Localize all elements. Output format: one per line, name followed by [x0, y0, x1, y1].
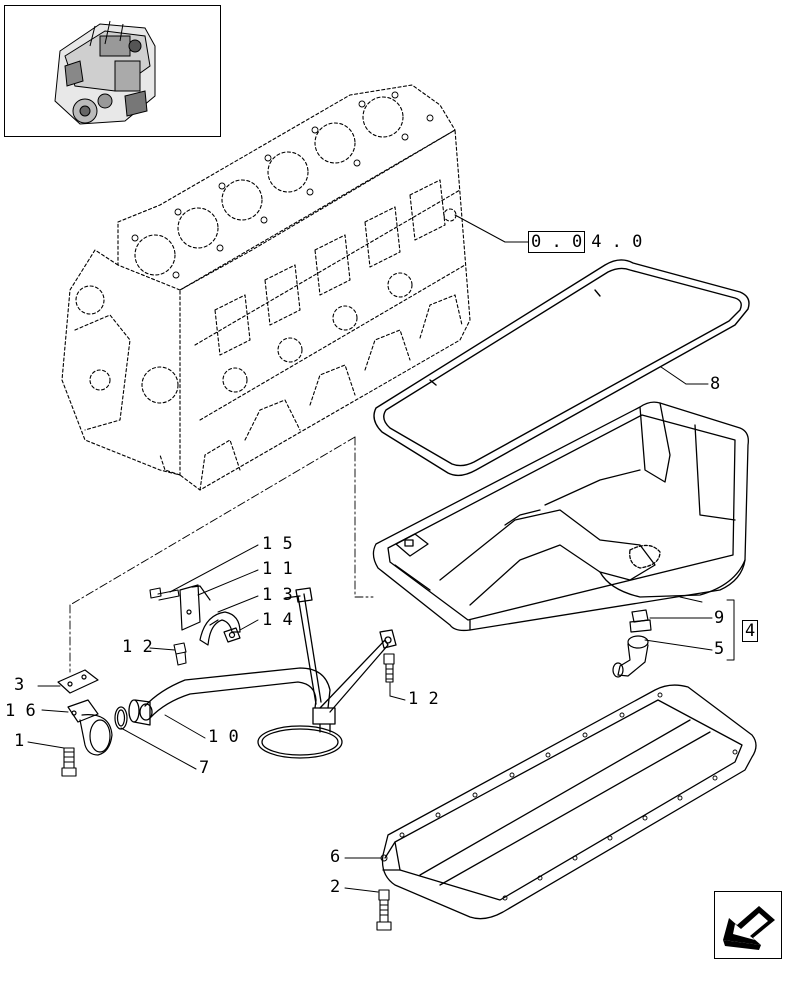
engine-block — [61, 84, 471, 491]
bolt-1 — [61, 747, 77, 777]
callout-15: 1 5 — [262, 534, 293, 554]
back-navigation-button[interactable] — [714, 891, 782, 959]
drain-plug — [629, 609, 652, 633]
callout-14: 1 4 — [262, 610, 293, 630]
ref-group-rest: 4 . 0 — [591, 232, 643, 252]
callout-5: 5 — [714, 639, 725, 659]
callout-8: 8 — [710, 374, 721, 394]
callout-11: 1 1 — [262, 559, 293, 579]
callout-1: 1 — [14, 731, 25, 751]
flange-16 — [67, 699, 113, 756]
bolt-2 — [376, 889, 392, 931]
oil-pan — [372, 401, 749, 632]
callout-3: 3 — [14, 675, 25, 695]
gasket-plate-3 — [57, 669, 99, 694]
engine-thumbnail — [4, 5, 221, 137]
o-ring-7 — [114, 706, 128, 730]
bracket-11 — [179, 584, 211, 631]
callout-10: 1 0 — [208, 727, 239, 747]
ref-kit-box[interactable]: 4 — [742, 620, 759, 642]
back-arrow-icon — [723, 906, 775, 950]
lower-oil-pan — [381, 684, 757, 920]
bolt-12-left — [173, 642, 187, 666]
oil-suction-pipe — [128, 587, 397, 759]
callout-2: 2 — [330, 877, 341, 897]
engine-thumbnail-icon — [54, 20, 156, 125]
callout-16: 1 6 — [5, 701, 36, 721]
drain-elbow — [612, 635, 649, 678]
callout-9: 9 — [714, 608, 725, 628]
nut-14 — [223, 627, 241, 643]
bolt-15 — [149, 587, 180, 601]
callout-12-left: 1 2 — [122, 637, 153, 657]
ref-group-boxed: 0 . 0 — [528, 231, 586, 253]
callout-6: 6 — [330, 847, 341, 867]
callout-7: 7 — [199, 758, 210, 778]
bolt-12-right — [383, 653, 395, 683]
oil-pan-gasket — [373, 259, 750, 477]
callout-13: 1 3 — [262, 585, 293, 605]
callout-12-right: 1 2 — [408, 689, 439, 709]
